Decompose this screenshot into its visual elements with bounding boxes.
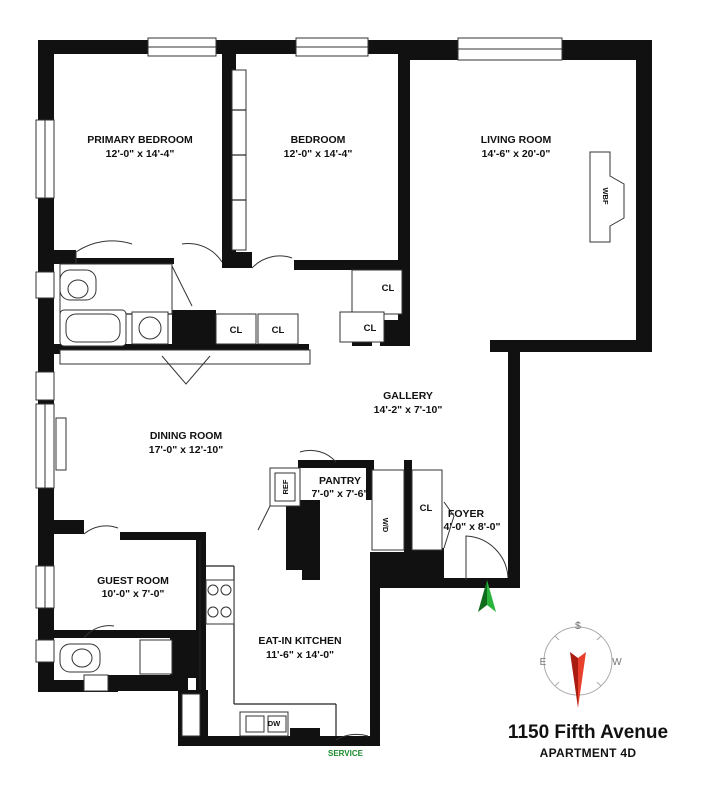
dishwasher-label: DW	[268, 719, 281, 728]
room-name-dining-room: DINING ROOM	[150, 430, 223, 442]
room-name-primary-bedroom: PRIMARY BEDROOM	[87, 134, 193, 146]
room-name-gallery: GALLERY	[383, 390, 433, 402]
refrigerator-label: REF	[281, 479, 290, 494]
room-dims-guest-room: 10'-0" x 7'-0"	[102, 588, 165, 600]
room-dims-kitchen: 11'-6" x 14'-0"	[266, 649, 334, 661]
address-street: 1150 Fifth Avenue	[507, 722, 669, 743]
compass-icon: S E W	[540, 621, 622, 708]
windows	[35, 37, 563, 737]
closet-label: CL	[230, 325, 243, 336]
room-dims-pantry: 7'-0" x 7'-6"	[312, 488, 369, 500]
room-name-pantry: PANTRY	[319, 475, 361, 487]
doors	[75, 240, 509, 741]
closet-label: CL	[382, 283, 395, 294]
room-dims-living-room: 14'-6" x 20'-0"	[482, 148, 551, 160]
room-dims-foyer: 4'-0" x 8'-0"	[444, 521, 501, 533]
room-dims-bedroom: 12'-0" x 14'-4"	[284, 148, 353, 160]
fixture-labels: CL CL CL CL CL WBF REF W/D DW	[230, 187, 610, 728]
closet-label: CL	[364, 323, 377, 334]
room-name-guest-room: GUEST ROOM	[97, 575, 169, 587]
address-block: 1150 Fifth Avenue APARTMENT 4D	[488, 722, 688, 760]
service-entrance-label: SERVICE	[328, 749, 363, 758]
closet-label: CL	[420, 503, 433, 514]
room-name-living-room: LIVING ROOM	[481, 134, 552, 146]
entry-arrow-icon	[478, 580, 496, 612]
room-dims-primary-bedroom: 12'-0" x 14'-4"	[106, 148, 175, 160]
room-name-kitchen: EAT-IN KITCHEN	[258, 635, 341, 647]
room-name-foyer: FOYER	[448, 508, 485, 520]
room-name-bedroom: BEDROOM	[291, 134, 346, 146]
room-dims-dining-room: 17'-0" x 12'-10"	[149, 444, 224, 456]
closet-label: CL	[272, 325, 285, 336]
washer-dryer-label: W/D	[381, 518, 390, 533]
fixtures	[55, 151, 625, 737]
room-dims-gallery: 14'-2" x 7'-10"	[374, 404, 443, 416]
compass-w-label: W	[612, 657, 622, 668]
apartment-number: APARTMENT 4D	[539, 746, 637, 760]
compass-s-label: S	[575, 621, 582, 632]
compass-e-label: E	[540, 657, 547, 668]
fireplace-label: WBF	[601, 187, 610, 204]
room-labels: PRIMARY BEDROOM 12'-0" x 14'-4" BEDROOM …	[87, 134, 551, 661]
